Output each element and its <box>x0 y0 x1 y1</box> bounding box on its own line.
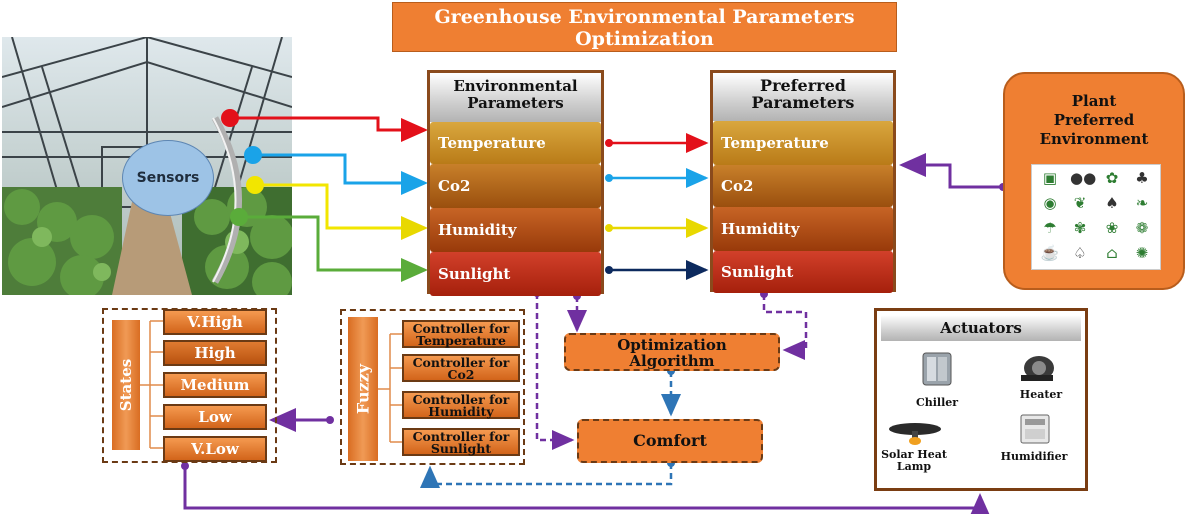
rain-plant-icon: ☂ <box>1043 219 1057 237</box>
env-row-temperature: Temperature <box>430 122 601 164</box>
sensor-wire-sunlight <box>230 208 428 282</box>
chiller-label: Chiller <box>915 396 959 409</box>
flower-icon: ✺ <box>1135 244 1149 262</box>
compare-arrow-temperature <box>605 133 709 153</box>
heater-label: Heater <box>1019 388 1063 401</box>
pref-row-sunlight: Sunlight <box>713 251 893 293</box>
env-to-comfort-arrow <box>535 293 575 450</box>
env-panel-header: Environmental Parameters <box>430 73 601 122</box>
house-plant-icon: ⌂ <box>1106 244 1118 262</box>
preferred-parameters-panel: Preferred Parameters Temperature Co2 Hum… <box>710 70 896 293</box>
compare-arrow-humidity <box>605 218 709 238</box>
humidifier-icon <box>1017 411 1053 445</box>
fuzzy-group <box>340 309 525 465</box>
plant-title: Plant Preferred Environment <box>1039 92 1149 148</box>
comfort-to-fuzzy-arrow <box>420 463 673 488</box>
title-line-2: Optimization <box>575 28 714 50</box>
sprout2-icon: ✾ <box>1073 219 1087 237</box>
seed-icon: ❦ <box>1073 194 1087 212</box>
pref-row-temperature: Temperature <box>713 121 893 165</box>
controller-sunlight: Controller for Sunlight <box>402 428 520 456</box>
plant-icon: ♠ <box>1105 194 1119 212</box>
hand-plant-icon: ❧ <box>1135 194 1149 212</box>
sensor-wire-co2 <box>244 146 428 195</box>
state-low: Low <box>163 404 267 430</box>
compare-arrow-co2 <box>605 168 709 188</box>
comfort-box: Comfort <box>577 419 763 463</box>
sprout-icon: ✿ <box>1105 169 1119 187</box>
state-very-low: V.Low <box>163 436 267 462</box>
sensors-label: Sensors <box>136 170 200 186</box>
shovel-icon: ♤ <box>1073 244 1087 262</box>
state-high: High <box>163 340 267 366</box>
actuators-title: Actuators <box>881 315 1081 341</box>
pref-row-humidity: Humidity <box>713 207 893 251</box>
watering-can-icon: ☕ <box>1040 244 1060 262</box>
actuators-panel: Actuators Chiller Heater Solar Heat Lamp… <box>874 308 1088 491</box>
controller-temperature: Controller for Temperature <box>402 320 520 348</box>
leaf-icon: ●● <box>1070 169 1097 187</box>
states-label-box: States <box>112 320 140 450</box>
pot-icon: ♣ <box>1135 169 1149 187</box>
humidifier-label: Humidifier <box>1000 450 1068 463</box>
plant-to-preferred-arrow <box>899 153 1007 191</box>
env-row-co2: Co2 <box>430 164 601 208</box>
solar-heat-lamp-icon <box>887 421 943 447</box>
states-to-actuators-arrow <box>181 462 992 514</box>
states-bracket <box>140 320 163 449</box>
sensor-wire-humidity <box>246 176 428 240</box>
environmental-parameters-panel: Environmental Parameters Temperature Co2… <box>427 70 604 296</box>
diagram-title: Greenhouse Environmental Parameters Opti… <box>392 2 897 52</box>
fuzzy-label: Fuzzy <box>353 363 373 415</box>
env-row-sunlight: Sunlight <box>430 252 601 296</box>
optimization-algorithm-box: Optimization Algorithm <box>564 333 780 371</box>
state-medium: Medium <box>163 372 267 398</box>
fuzzy-to-states-arrow <box>269 408 334 432</box>
heater-icon <box>1017 351 1057 385</box>
title-line-1: Greenhouse Environmental Parameters <box>434 6 855 28</box>
plant-preferred-environment: Plant Preferred Environment ▣ ●● ✿ ♣ ◉ ❦… <box>1003 72 1185 290</box>
controller-humidity: Controller for Humidity <box>402 391 520 419</box>
compare-arrow-sunlight <box>605 260 709 280</box>
chiller-icon <box>917 349 957 389</box>
pref-row-co2: Co2 <box>713 165 893 207</box>
env-row-humidity: Humidity <box>430 208 601 252</box>
controller-co2: Controller for Co2 <box>402 354 520 382</box>
seedling-icon: ▣ <box>1042 169 1058 187</box>
sensors-node: Sensors <box>122 140 214 216</box>
states-label: States <box>117 358 135 412</box>
state-very-high: V.High <box>163 309 267 335</box>
leaf2-icon: ❁ <box>1135 219 1149 237</box>
drop-icon: ❀ <box>1105 219 1119 237</box>
fuzzy-label-box: Fuzzy <box>348 317 378 461</box>
solar-heat-lamp-label: Solar Heat Lamp <box>881 448 947 473</box>
plant-icon-grid: ▣ ●● ✿ ♣ ◉ ❦ ♠ ❧ ☂ ✾ ❀ ❁ ☕ ♤ ⌂ ✺ <box>1031 164 1161 270</box>
sensor-arc <box>211 116 242 284</box>
sensor-wire-temperature <box>221 109 428 142</box>
pref-panel-header: Preferred Parameters <box>713 73 893 121</box>
fuzzy-bracket <box>378 333 402 443</box>
circle-leaf-icon: ◉ <box>1043 194 1057 212</box>
preferred-to-optimization-arrow <box>762 294 808 360</box>
